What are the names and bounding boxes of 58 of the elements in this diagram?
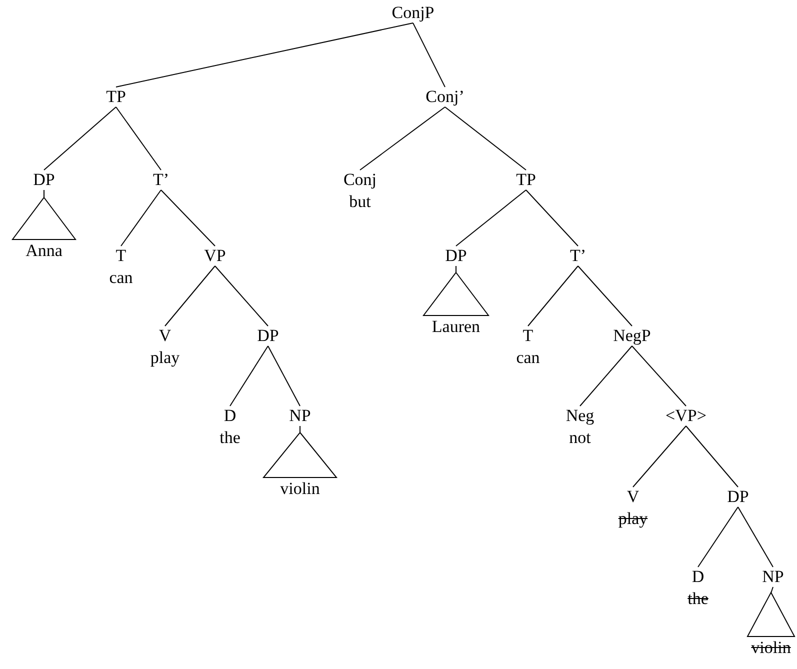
branch-line	[412, 22, 446, 88]
category-label: DP	[33, 169, 55, 191]
category-label: T	[114, 245, 128, 267]
branch-line	[44, 106, 116, 170]
word-label: can	[516, 347, 540, 369]
branch-line	[686, 426, 738, 488]
branch-line	[164, 266, 216, 326]
branch-line	[528, 266, 578, 326]
word-label: but	[348, 191, 372, 213]
branch-line	[230, 346, 268, 406]
category-label: Neg	[566, 405, 594, 427]
word-label: play	[150, 347, 180, 369]
category-label: V	[626, 486, 640, 508]
branch-line	[770, 586, 774, 594]
branch-line	[360, 106, 446, 170]
category-label: D	[222, 405, 238, 427]
category-label: DP	[727, 486, 749, 508]
branch-line	[698, 506, 738, 568]
category-label: ConjP	[392, 2, 434, 24]
word-label: Anna	[24, 240, 64, 262]
word-label: play	[618, 508, 648, 530]
category-label: T’	[570, 245, 586, 267]
word-label: can	[109, 267, 133, 289]
category-label: DP	[445, 245, 467, 267]
word-label: violin	[279, 478, 321, 500]
category-label: D	[690, 566, 706, 588]
branch-line	[444, 106, 526, 170]
category-label: V	[158, 325, 172, 347]
branch-line	[526, 190, 578, 246]
category-label: DP	[257, 325, 279, 347]
branch-line	[214, 266, 268, 326]
word-label: Lauren	[430, 316, 482, 338]
branch-line	[632, 426, 686, 488]
category-label: NP	[289, 405, 311, 427]
branch-line	[268, 346, 300, 406]
category-label: TP	[516, 169, 536, 191]
word-label: the	[220, 427, 240, 449]
category-label: Conj	[343, 169, 377, 191]
category-label: Conj’	[426, 86, 464, 108]
branch-line	[120, 190, 162, 246]
branch-line	[456, 190, 526, 246]
branch-line	[160, 190, 216, 246]
category-label: TP	[106, 86, 126, 108]
word-label: violin	[750, 637, 792, 659]
word-label: the	[688, 588, 708, 610]
category-label: T’	[152, 169, 170, 191]
branch-line	[578, 266, 632, 326]
category-label: NP	[762, 566, 784, 588]
branch-line	[116, 106, 162, 170]
branch-line	[738, 506, 774, 568]
branch-line	[632, 346, 686, 406]
branch-line	[116, 22, 414, 88]
category-label: VP	[204, 245, 226, 267]
category-label: T	[522, 325, 534, 347]
word-label: not	[568, 427, 592, 449]
category-label: <VP>	[666, 405, 706, 427]
branch-line	[580, 346, 632, 406]
category-label: NegP	[613, 325, 651, 347]
